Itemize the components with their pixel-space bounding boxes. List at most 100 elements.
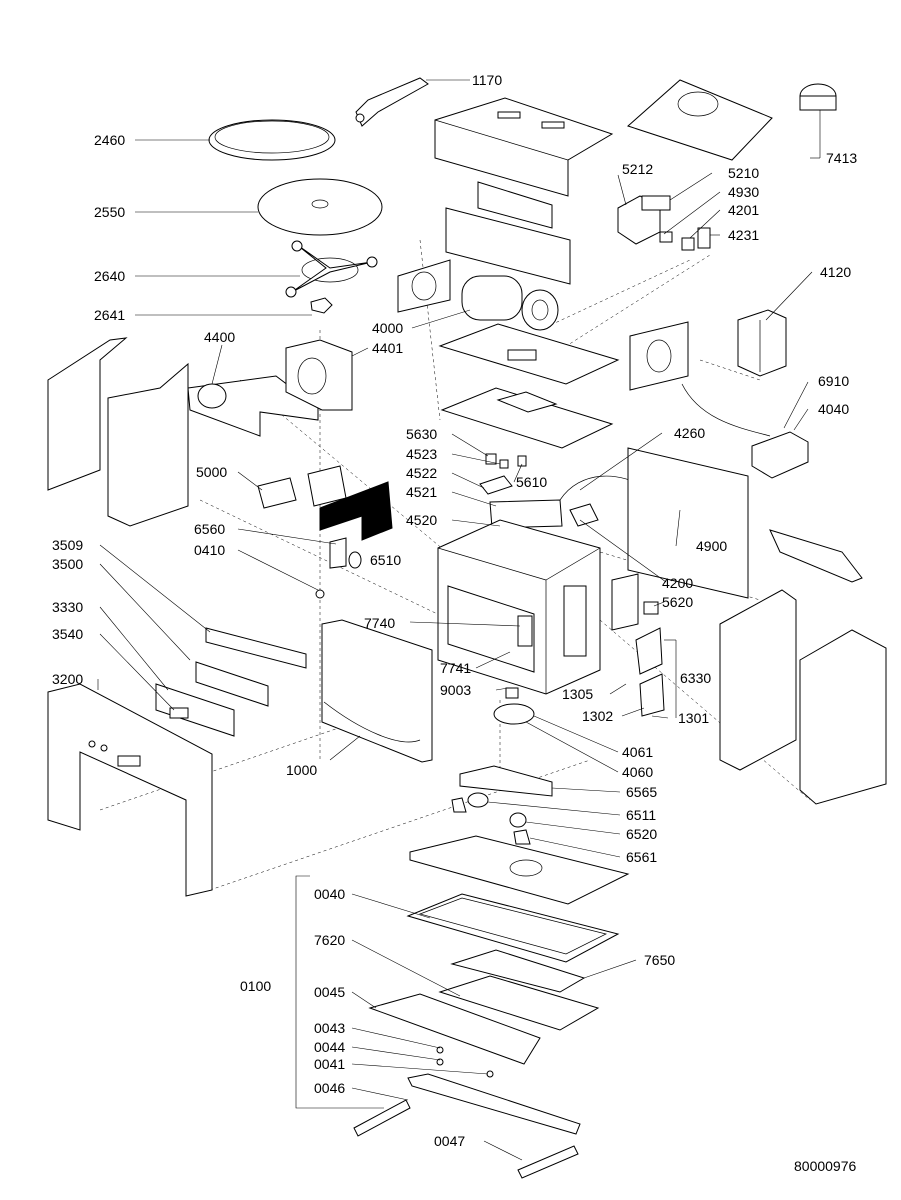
label-4060: 4060 bbox=[622, 764, 653, 780]
part-cavity-top-plate bbox=[440, 387, 614, 449]
label-9003: 9003 bbox=[440, 682, 471, 698]
label-5630: 5630 bbox=[406, 426, 437, 442]
label-5000: 5000 bbox=[196, 464, 227, 480]
part-3509-control-panel-bracket bbox=[205, 627, 307, 669]
label-7740: 7740 bbox=[364, 615, 395, 631]
label-6511: 6511 bbox=[626, 807, 656, 823]
label-2640: 2640 bbox=[94, 268, 125, 284]
part-long-rail bbox=[407, 1073, 581, 1135]
part-oven-cavity bbox=[437, 519, 601, 695]
part-4200-magnetron bbox=[569, 503, 599, 527]
label-2460: 2460 bbox=[94, 132, 125, 148]
part-0046-rail bbox=[353, 1099, 411, 1137]
label-6561: 6561 bbox=[626, 849, 657, 865]
group-0100-bracket bbox=[295, 875, 384, 1109]
label-0047: 0047 bbox=[434, 1133, 465, 1149]
label-0044: 0044 bbox=[314, 1039, 345, 1055]
part-4522-magnetron-bracket bbox=[479, 475, 513, 495]
part-left-outer-panels bbox=[47, 337, 189, 527]
label-4040: 4040 bbox=[818, 401, 849, 417]
label-4900: 4900 bbox=[696, 538, 727, 554]
part-0410-screw bbox=[315, 589, 325, 599]
part-top-cover bbox=[434, 97, 614, 197]
label-6510: 6510 bbox=[370, 552, 401, 568]
part-mica-cover bbox=[307, 465, 393, 541]
drawing-number: 80000976 bbox=[794, 1158, 857, 1174]
label-7650: 7650 bbox=[644, 952, 675, 968]
part-4000-blower-motor bbox=[397, 259, 559, 331]
label-3330: 3330 bbox=[52, 599, 83, 615]
part-6520-lamp-socket bbox=[509, 812, 527, 828]
label-4400: 4400 bbox=[204, 329, 235, 345]
part-5210-switch bbox=[641, 195, 671, 211]
part-5630-thermostat bbox=[485, 453, 497, 465]
part-4231-fuse-holder bbox=[697, 227, 711, 249]
part-7413-fan-motor bbox=[799, 83, 837, 111]
label-4061: 4061 bbox=[622, 744, 653, 760]
part-0043-screw bbox=[436, 1046, 444, 1054]
part-0047-rail bbox=[517, 1145, 579, 1179]
label-4521: 4521 bbox=[406, 484, 437, 500]
part-back-panel bbox=[611, 447, 749, 631]
label-3540: 3540 bbox=[52, 626, 83, 642]
label-0043: 0043 bbox=[314, 1020, 345, 1036]
part-0045-base-tray bbox=[368, 993, 541, 1065]
part-6510-lamp bbox=[348, 551, 362, 569]
label-6910: 6910 bbox=[818, 373, 849, 389]
label-1170: 1170 bbox=[472, 72, 502, 88]
label-3509: 3509 bbox=[52, 537, 83, 553]
part-5610-sensor bbox=[517, 455, 527, 467]
part-base-cover bbox=[409, 835, 630, 905]
label-1301: 1301 bbox=[678, 710, 709, 726]
label-0041: 0041 bbox=[314, 1056, 345, 1072]
label-5210: 5210 bbox=[728, 165, 759, 181]
part-4930-fuse bbox=[659, 231, 673, 243]
part-6511-lamp bbox=[467, 792, 489, 808]
part-3200-front-frame bbox=[47, 683, 213, 897]
label-7620: 7620 bbox=[314, 932, 345, 948]
part-4523-diode bbox=[499, 459, 509, 469]
label-2550: 2550 bbox=[94, 204, 125, 220]
part-motor-base-plate bbox=[438, 321, 689, 391]
part-5000-control-board bbox=[257, 477, 297, 509]
label-6560: 6560 bbox=[194, 521, 225, 537]
label-1302: 1302 bbox=[582, 708, 613, 724]
label-7741: 7741 bbox=[440, 660, 471, 676]
label-4120: 4120 bbox=[820, 264, 851, 280]
part-3500-button-assembly bbox=[195, 661, 269, 707]
label-4401: 4401 bbox=[372, 340, 403, 356]
label-1305: 1305 bbox=[562, 686, 593, 702]
part-4040-capacitor bbox=[681, 383, 809, 479]
part-1000-door bbox=[321, 619, 433, 763]
part-5620-switch bbox=[643, 601, 659, 615]
leader-lines bbox=[97, 79, 821, 1161]
part-4521-waveguide bbox=[489, 499, 563, 529]
label-1000: 1000 bbox=[286, 762, 317, 778]
part-4120-transformer bbox=[737, 309, 787, 377]
part-4201-connector bbox=[681, 237, 695, 251]
part-7620-filter bbox=[438, 975, 600, 1031]
part-4060-stirrer-motor bbox=[493, 687, 535, 725]
label-0040: 0040 bbox=[314, 886, 345, 902]
label-4231: 4231 bbox=[728, 227, 759, 243]
part-2641-coupler bbox=[310, 297, 333, 314]
label-6520: 6520 bbox=[626, 826, 657, 842]
label-0046: 0046 bbox=[314, 1080, 345, 1096]
part-outer-top-cover bbox=[627, 79, 773, 161]
part-2640-roller-support bbox=[285, 240, 378, 298]
label-7413: 7413 bbox=[826, 150, 857, 166]
part-3330-keypad bbox=[155, 683, 235, 737]
label-0100: 0100 bbox=[240, 978, 271, 994]
label-5620: 5620 bbox=[662, 594, 693, 610]
label-3500: 3500 bbox=[52, 556, 83, 572]
label-2641: 2641 bbox=[94, 307, 125, 323]
label-4522: 4522 bbox=[406, 465, 437, 481]
part-6565-lamp-cover bbox=[459, 765, 553, 797]
part-3540-display-window bbox=[169, 707, 189, 719]
label-0410: 0410 bbox=[194, 542, 225, 558]
label-4930: 4930 bbox=[728, 184, 759, 200]
part-2460-turntable-tray bbox=[208, 119, 336, 161]
part-4401-lamp-holder bbox=[285, 339, 353, 411]
label-5212: 5212 bbox=[622, 161, 653, 177]
